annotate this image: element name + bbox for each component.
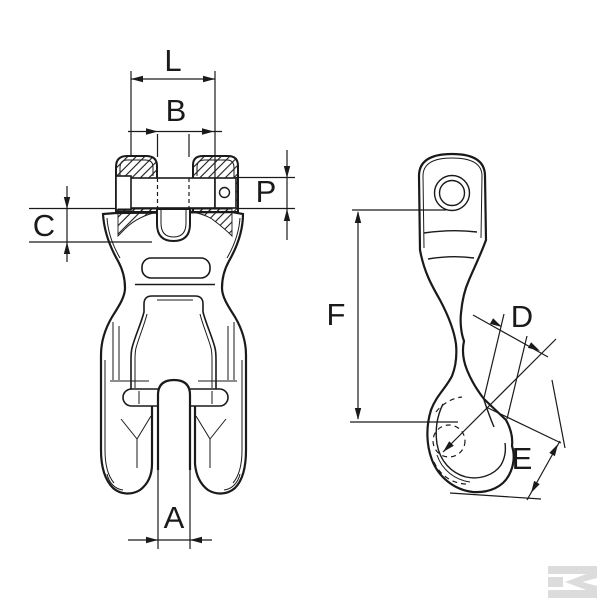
dim-label-F: F: [327, 297, 346, 332]
dim-label-A: A: [164, 500, 185, 535]
dim-label-C: C: [33, 208, 55, 243]
leg-facets: [110, 322, 237, 468]
dim-label-D: D: [511, 299, 533, 334]
dim-label-P: P: [256, 174, 277, 209]
dimension-C: C: [29, 186, 295, 262]
forge-line-upper: [423, 230, 478, 234]
dimension-F: F: [327, 209, 458, 423]
dimension-D: D: [472, 299, 549, 420]
pin-head: [115, 175, 132, 211]
section-hatch-right: [189, 208, 233, 238]
hook-bowl-detail: [432, 396, 507, 485]
dim-label-E: E: [512, 441, 533, 476]
forge-line-lower: [427, 256, 475, 260]
dim-label-B: B: [166, 93, 187, 128]
dimension-P: P: [236, 150, 295, 240]
pocket-window: [130, 295, 217, 392]
dim-label-L: L: [164, 43, 181, 78]
side-view: [417, 152, 515, 494]
dimension-B: B: [128, 93, 222, 157]
center-tongue: [156, 378, 192, 470]
front-view: [99, 155, 248, 495]
cotter-pin-hole: [218, 186, 231, 199]
eye-hole-outer: [433, 174, 471, 212]
jaw-slot: [156, 208, 191, 243]
dimension-E: E: [442, 338, 566, 501]
side-body-outline: [417, 152, 515, 494]
body-slot: [141, 257, 211, 279]
brand-watermark-k-logo: [548, 566, 597, 598]
hidden-hole: [432, 424, 466, 458]
clevis-pin: [115, 175, 237, 211]
eye-hole-inner: [438, 179, 466, 207]
dimension-L: L: [130, 43, 216, 177]
dimension-A: A: [128, 470, 212, 549]
